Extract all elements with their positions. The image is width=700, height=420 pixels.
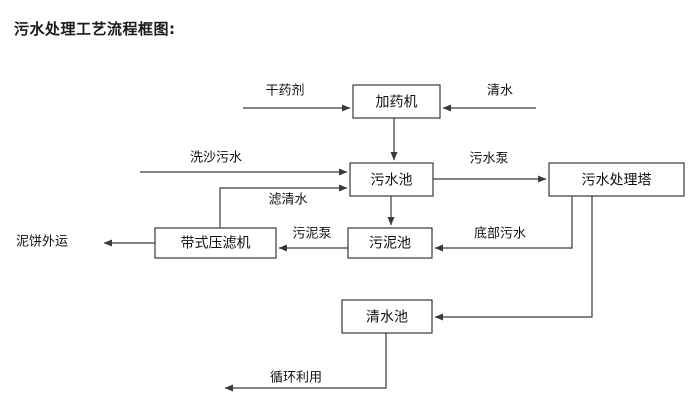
node-treatment-tower[interactable]: 污水处理塔 [548,162,685,197]
node-sludge-pool[interactable]: 污泥池 [347,227,433,259]
node-dosing-machine-box[interactable] [352,84,441,119]
node-clear-water-pool-label: 清水池 [366,310,408,326]
edge-label-sludge-pump: 污泥泵 [292,227,331,242]
edge-treatment-tower-to-sludge-pool-bottom-sewage [434,196,573,252]
edge-label-sewage-pump: 污水泵 [469,152,508,167]
node-dosing-machine-label: 加药机 [376,95,418,111]
edge-label-clean-water: 清水 [487,84,513,99]
edge-belt-filter-to-sewage-pool-filtrate [219,184,348,228]
edge-clear-water-pool-to-recycle-use [224,333,387,392]
node-treatment-tower-box[interactable] [548,162,685,197]
edge-label-filtrate-water: 滤清水 [268,193,307,208]
node-dosing-machine[interactable]: 加药机 [352,84,441,119]
node-sewage-pool-box[interactable] [349,162,434,197]
edge-label-sand-wash-water: 洗沙污水 [190,151,242,166]
edge-treatment-tower-to-clear-water-pool [434,196,593,321]
edge-label-bottom-sewage: 底部污水 [474,226,526,242]
node-belt-filter-label: 带式压滤机 [181,236,251,252]
node-sludge-pool-box[interactable] [347,227,433,259]
edge-label-recycle-use: 循环利用 [270,371,322,386]
node-belt-filter[interactable]: 带式压滤机 [154,227,277,259]
page-title: 污水处理工艺流程框图: [14,20,176,38]
node-treatment-tower-label: 污水处理塔 [582,173,652,189]
node-clear-water-pool[interactable]: 清水池 [341,299,433,334]
node-belt-filter-box[interactable] [154,227,277,259]
node-clear-water-pool-box[interactable] [341,299,433,334]
terminal-label-mud-cake-out: 泥饼外运 [16,235,68,250]
node-sewage-pool[interactable]: 污水池 [349,162,434,197]
node-sludge-pool-label: 污泥池 [369,236,411,252]
edge-label-dry-reagent: 干药剂 [265,84,304,99]
node-sewage-pool-label: 污水池 [371,173,413,189]
